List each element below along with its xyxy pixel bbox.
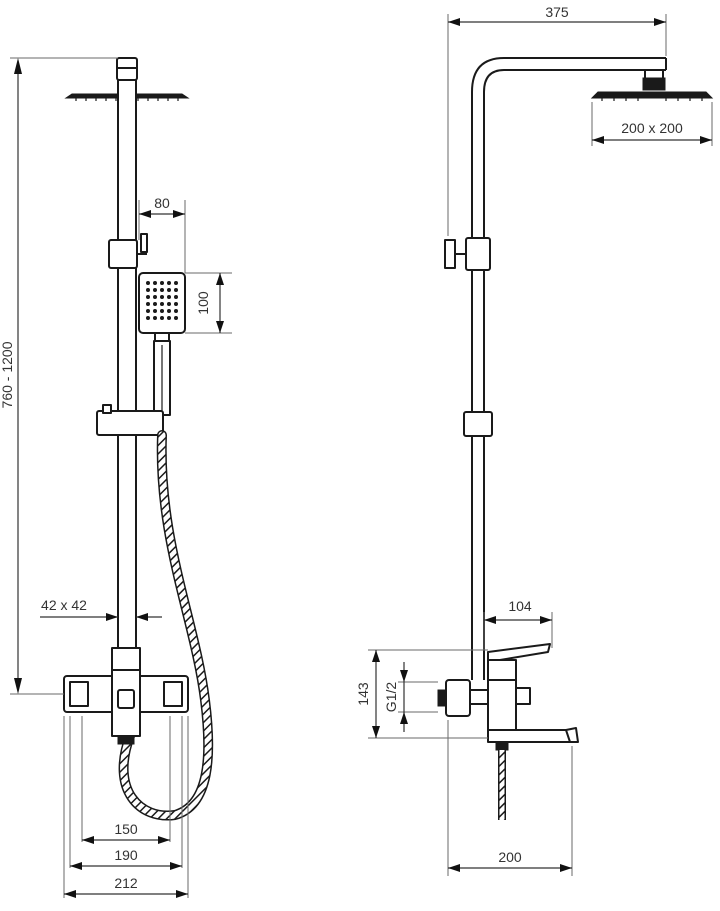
side-bath-spout [487,729,575,743]
side-head-connector-nut [642,77,666,91]
front-hand-shower-holder [108,239,138,269]
side-riser-joint [463,411,493,437]
front-hose-nut [117,735,135,745]
side-inlet-thread [437,689,447,707]
side-shower-head-nozzles [601,98,703,101]
side-rain-shower-head [590,91,714,99]
side-hose-nut [495,741,509,751]
front-hand-shower-neck [154,332,170,342]
dim-mixer-height-label: 143 [355,682,371,706]
front-mixer-left-inlet [69,681,89,707]
side-mixer-side-knob [515,687,531,705]
front-diverter-icon [117,689,135,709]
front-lower-slider [96,410,164,436]
front-shower-head-nozzles [75,98,179,101]
side-mixer-body [487,679,517,731]
side-mixer-connector [469,689,489,705]
side-arm-inner [483,69,666,420]
dim-hand-shower-width-label: 80 [154,195,170,211]
side-arm-outer [471,57,666,420]
front-shower-hose [120,431,212,820]
front-lower-slider-knob [102,404,112,414]
front-mixer-collar [111,647,141,671]
dim-head-size-label: 200 x 200 [621,120,683,136]
dim-hand-shower-height-label: 100 [195,291,211,315]
side-view [437,57,714,820]
side-holder-knob [444,239,456,269]
front-mixer-right-inlet [163,681,183,707]
front-holder-clip [140,233,148,253]
dimension-lines: 760 - 1200 80 100 42 x 42 150 [0,4,713,898]
dim-height-range-label: 760 - 1200 [0,341,15,408]
front-hand-shower-nozzles [146,281,178,320]
side-holder-slider [465,237,491,271]
side-mixer-cartridge [487,659,517,681]
front-riser-pipe [117,79,137,651]
dim-bar-section-label: 42 x 42 [41,597,87,613]
dim-thread-label: G1/2 [383,682,399,713]
dim-arm-reach-label: 375 [545,4,569,20]
dim-width-212-label: 212 [114,875,138,891]
dim-width-190-label: 190 [114,847,138,863]
side-wall-rosette [445,679,471,717]
dim-spout-reach-label: 200 [498,849,522,865]
dim-spout-length-label: 104 [508,598,532,614]
front-view [63,57,214,821]
side-spout-tip [565,727,579,743]
dim-width-150-label: 150 [114,821,138,837]
